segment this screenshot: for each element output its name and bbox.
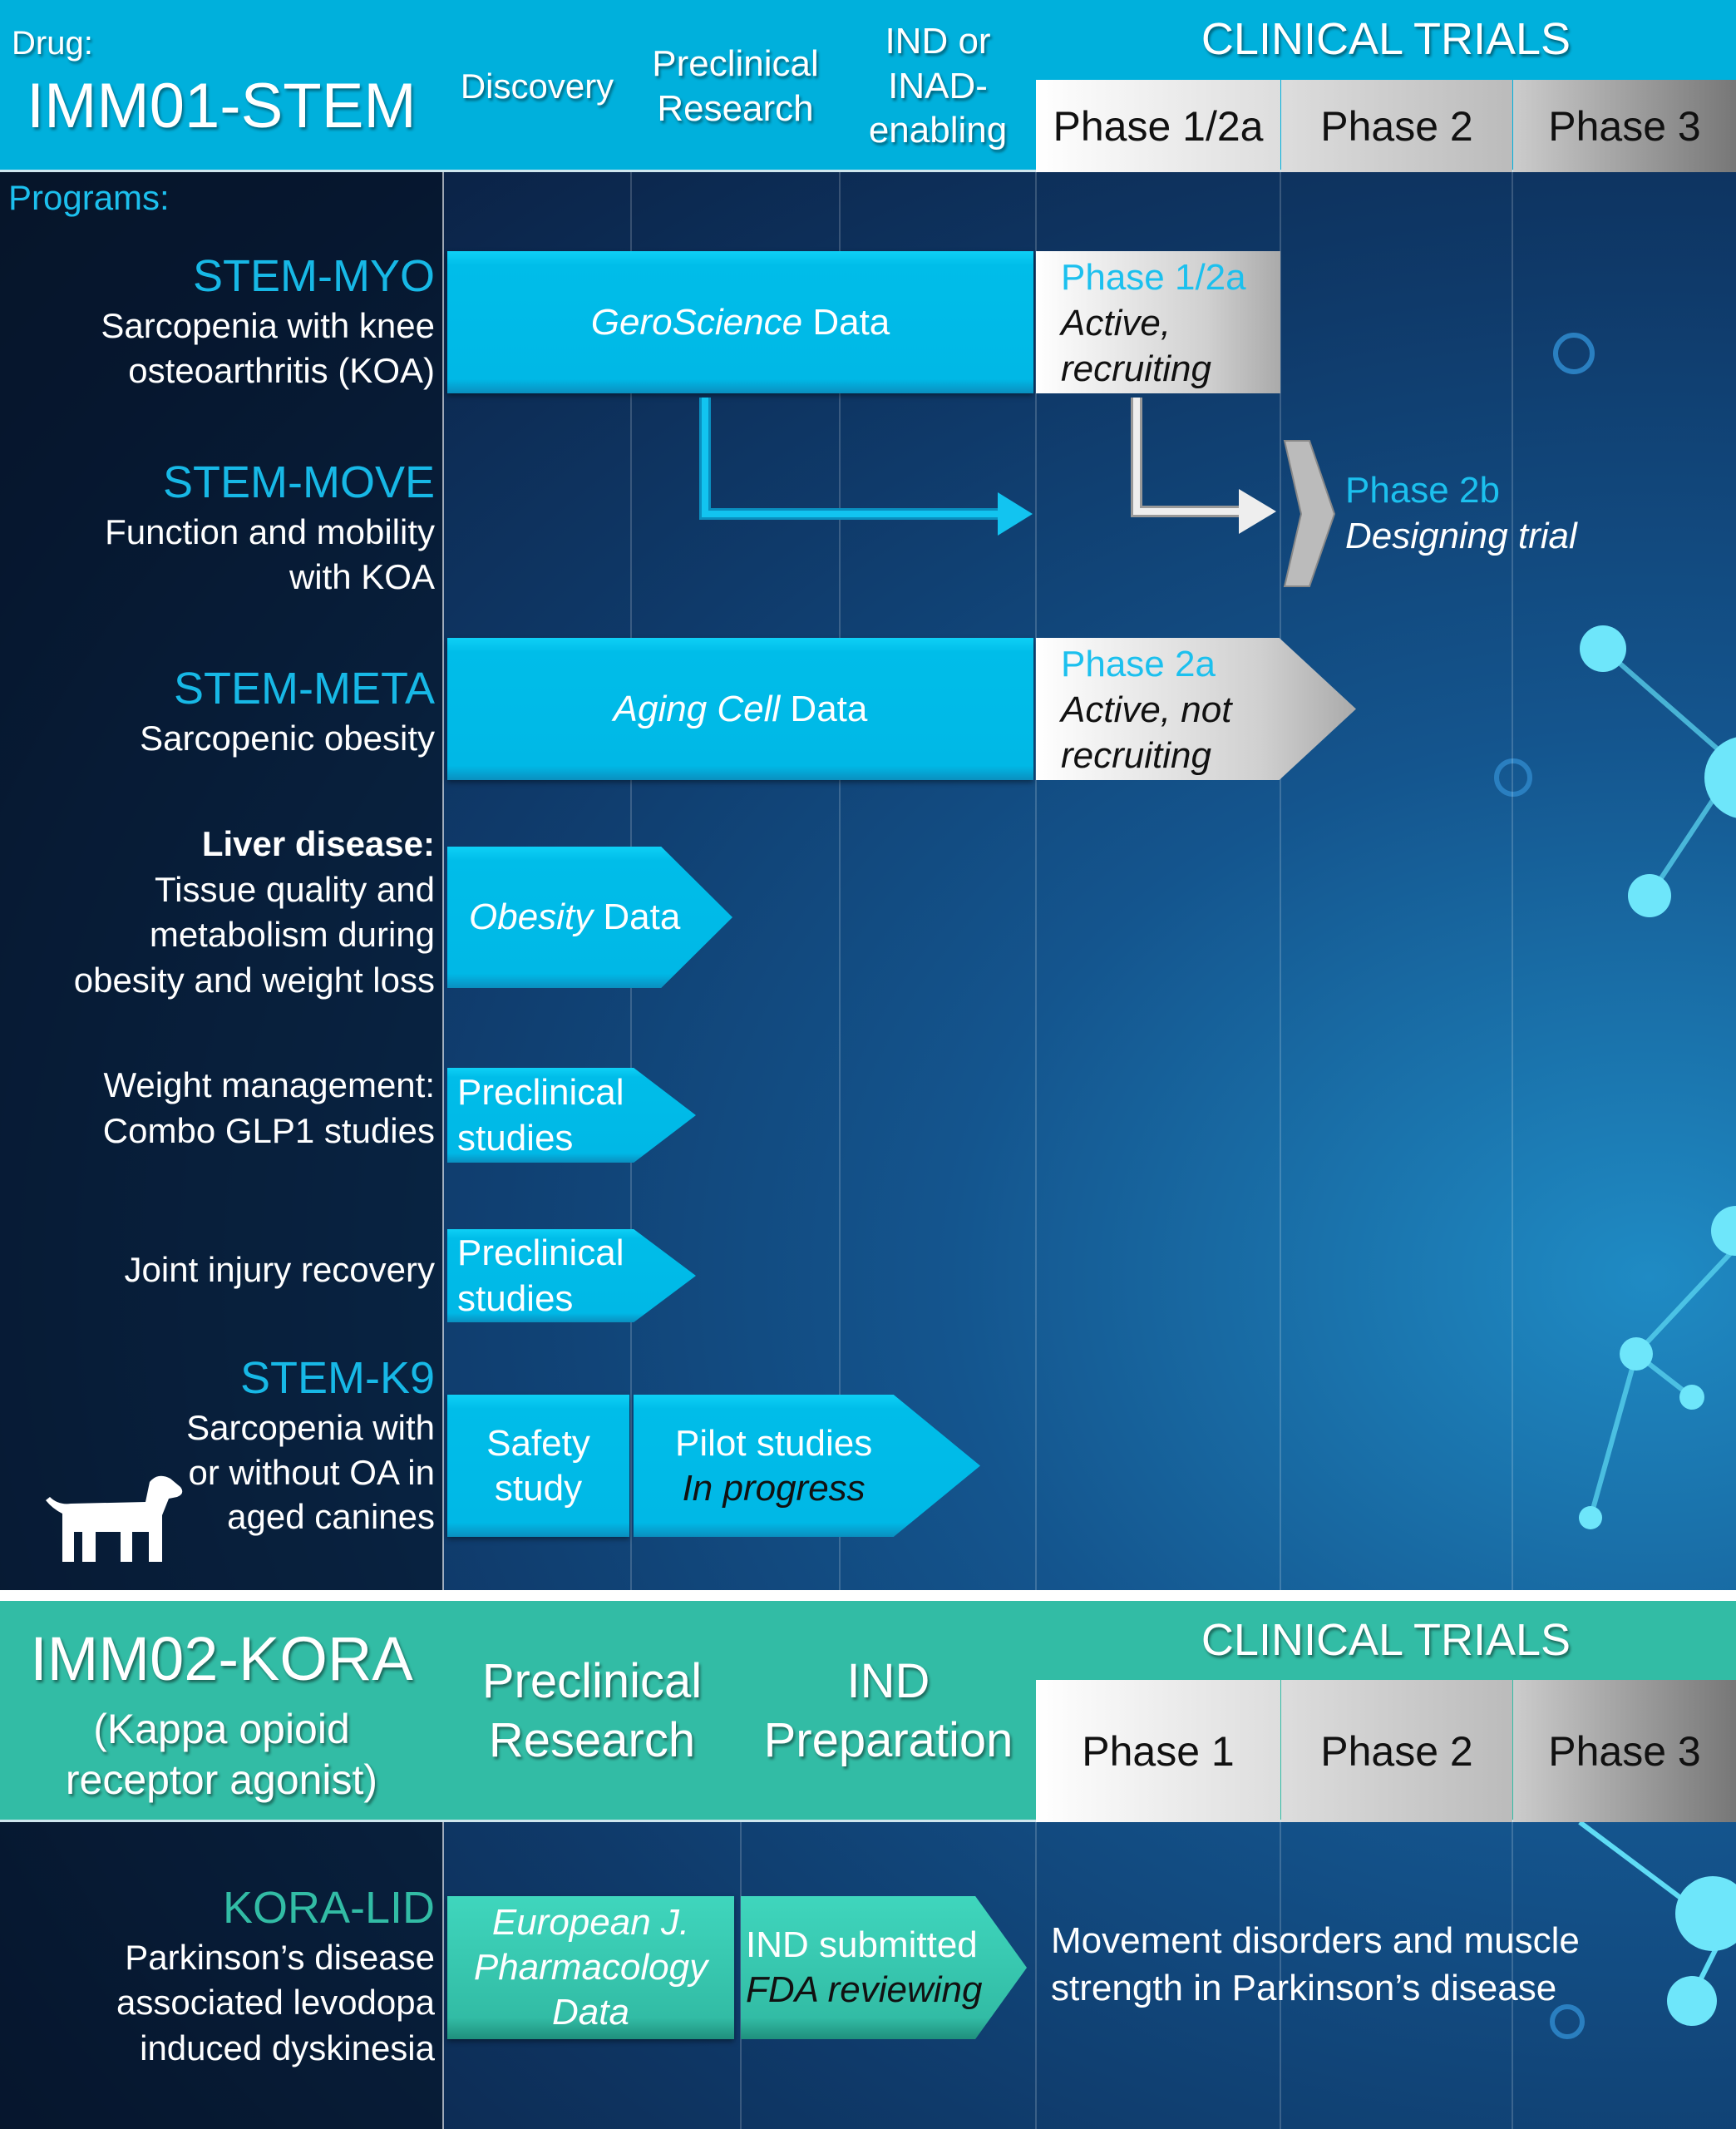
bar-text: Safety study [486, 1422, 590, 1509]
phase-col-2: Phase 2 [1281, 1680, 1512, 1822]
bar-text: Preclinical studies [457, 1072, 624, 1158]
arrow-head-icon [998, 492, 1033, 536]
bar-text: IND submitted [746, 1924, 978, 1966]
drug-name: IMM01-STEM [27, 71, 417, 141]
program-desc: Sarcopenic obesity [140, 718, 435, 758]
status-text: Designing trial [1345, 516, 1577, 556]
left-column-bg [0, 172, 443, 1590]
bar-italic: GeroScience [590, 301, 803, 343]
drug-name-2: IMM02-KORA [30, 1623, 413, 1693]
bar-italic: In progress [682, 1467, 866, 1509]
program-stem-myo: STEM-MYO Sarcopenia with knee osteoarthr… [69, 249, 435, 394]
chevron-icon [1283, 440, 1336, 587]
grid-line [1280, 80, 1281, 1590]
bar-italic: Obesity [469, 897, 594, 938]
program-name: KORA-LID [222, 1883, 435, 1933]
program-liver-disease: Liver disease: Tissue quality and metabo… [36, 822, 435, 1003]
program-name: STEM-META [174, 664, 435, 714]
bar-text: European J. Pharmacology Data [473, 1902, 708, 2033]
program-stem-k9: STEM-K9 Sarcopenia with or without OA in… [185, 1351, 435, 1539]
stem-meta-status: Phase 2a Active, not recruiting [1036, 638, 1356, 780]
programs-label: Programs: [8, 178, 170, 217]
kora-note: Movement disorders and muscle strength i… [1051, 1920, 1580, 2009]
clinical-trials-label-2: CLINICAL TRIALS [1201, 1614, 1571, 1665]
dog-icon [46, 1475, 183, 1562]
progression-arrows [699, 398, 1336, 587]
grid-line [839, 0, 841, 1590]
bar-text: Pilot studies [675, 1422, 873, 1464]
program-desc: Weight management: Combo GLP1 studies [102, 1065, 435, 1150]
preclinical-studies-bar: Preclinical studies [447, 1068, 696, 1163]
molecule-decoration [1494, 333, 1736, 1529]
molecule-decoration [1550, 1822, 1736, 2039]
european-j-pharmacology-bar: European J. Pharmacology Data [447, 1896, 734, 2039]
obesity-data-bar: Obesity Data [447, 847, 732, 988]
status-text: Active, recruiting [1061, 303, 1211, 389]
program-desc: Joint injury recovery [124, 1250, 435, 1289]
phase-col-3: Phase 3 [1513, 80, 1736, 172]
phase-col-1: Phase 1/2a [1036, 80, 1280, 172]
preclinical-studies-bar: Preclinical studies [447, 1229, 696, 1322]
bar-text: Preclinical studies [457, 1232, 624, 1319]
status-text: Active, not recruiting [1061, 689, 1232, 776]
bar-italic: Aging Cell [613, 688, 781, 729]
program-desc: Function and mobility with KOA [105, 511, 435, 597]
bar-text: Data [802, 301, 890, 343]
program-name: STEM-K9 [239, 1353, 435, 1403]
status-phase: Phase 2b [1345, 470, 1500, 511]
program-desc: Sarcopenia with knee osteoarthritis (KOA… [101, 305, 435, 391]
grid-line [1035, 0, 1037, 1590]
bar-italic: FDA reviewing [746, 1969, 983, 2010]
grid-line [1035, 1601, 1037, 2129]
grid-line [1280, 1680, 1281, 2129]
aging-cell-data-bar: Aging Cell Data [447, 638, 1033, 780]
program-desc: Parkinson’s disease associated levodopa … [116, 1937, 435, 2067]
drug-subtitle: (Kappa opioid receptor agonist) [65, 1706, 378, 1803]
col-ind-enabling: IND or INAD-enabling [868, 20, 1008, 151]
clinical-trials-label: CLINICAL TRIALS [1201, 14, 1571, 65]
program-desc: Tissue quality and metabolism during obe… [73, 869, 435, 1000]
phase-col-3: Phase 3 [1513, 1680, 1736, 1822]
grid-line [442, 0, 444, 1590]
program-stem-move: STEM-MOVE Function and mobility with KOA [102, 456, 435, 600]
program-name: Liver disease: [201, 824, 435, 863]
col-preclinical-2: Preclinical Research [481, 1654, 703, 1767]
grid-line [442, 1601, 444, 2129]
col-discovery: Discovery [460, 66, 614, 106]
phase-col-1: Phase 1 [1036, 1680, 1280, 1822]
program-name: STEM-MYO [193, 251, 435, 301]
stem-move-status: Phase 2b Designing trial [1345, 467, 1577, 559]
stem-myo-status: Phase 1/2a Active, recruiting [1036, 251, 1280, 393]
section-divider [0, 1590, 1736, 1602]
program-stem-meta: STEM-META Sarcopenic obesity [140, 662, 435, 761]
grid-line [630, 0, 632, 1590]
status-phase: Phase 1/2a [1061, 257, 1246, 298]
col-ind-preparation: IND Preparation [763, 1654, 1013, 1767]
program-kora-lid: KORA-LID Parkinson’s disease associated … [69, 1881, 435, 2072]
grid-line [740, 1601, 742, 2129]
program-name: STEM-MOVE [162, 457, 435, 507]
grid-line [1512, 1680, 1513, 2129]
col-preclinical: Preclinical Research [652, 42, 819, 129]
bar-text: Data [780, 688, 868, 729]
bar-text: Data [593, 897, 681, 938]
grid-line [1512, 80, 1513, 1590]
program-joint-injury: Joint injury recovery [125, 1247, 435, 1293]
status-phase: Phase 2a [1061, 644, 1216, 684]
safety-study-bar: Safety study [447, 1395, 629, 1537]
program-desc: Sarcopenia with or without OA in aged ca… [186, 1407, 435, 1537]
program-weight-management: Weight management: Combo GLP1 studies [52, 1063, 435, 1153]
phase-col-2: Phase 2 [1281, 80, 1512, 172]
geroscience-data-bar: GeroScience Data [447, 251, 1033, 393]
drug-label: Drug: [12, 25, 93, 62]
left-column-bg [0, 1822, 443, 2129]
